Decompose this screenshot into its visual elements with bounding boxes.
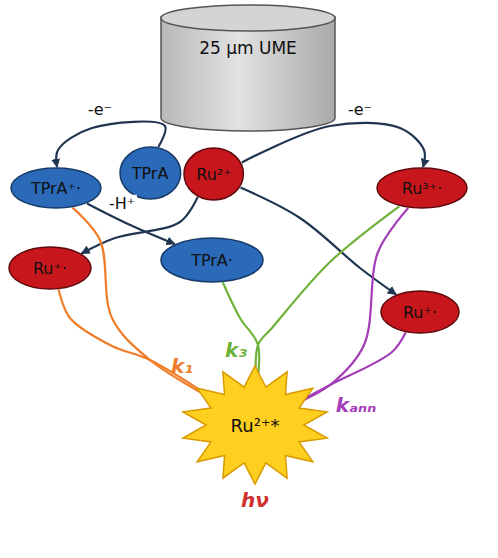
node-text-group: Ru³⁺·: [402, 179, 442, 198]
electrode-cylinder-outline: [160, 4, 336, 132]
electrode-cylinder: 25 µm UME: [160, 4, 336, 132]
emission-label: hν: [239, 489, 271, 512]
edge-label: -e⁻: [86, 101, 114, 119]
cylinder-top: [161, 5, 335, 31]
node-label: Ru³⁺·: [402, 179, 442, 198]
edge-label: -H⁺: [107, 195, 137, 213]
species-oval: TPrA: [119, 146, 182, 200]
oval-fill: [381, 291, 459, 333]
node-text-group: TPrA: [132, 164, 169, 183]
node-text-group: Ru⁺·: [33, 259, 67, 278]
reaction-arrow: [59, 290, 220, 403]
species-oval: Ru²⁺: [183, 147, 244, 201]
rate-constant: k₁: [169, 355, 195, 378]
species-oval: TPrA·: [160, 237, 264, 283]
species-oval: Ru⁺·: [8, 246, 92, 290]
oval-fill: [377, 168, 467, 208]
node-label: 25 µm UME: [199, 38, 297, 58]
node-text-group: TPrA⁺·: [31, 179, 81, 198]
oval-fill: [161, 238, 263, 282]
edge-label: -e⁻: [346, 101, 374, 119]
reaction-arrow: [73, 208, 220, 403]
node-label: Ru²⁺: [196, 165, 231, 184]
oval-fill: [184, 148, 243, 200]
node-text-group: 25 µm UME: [199, 38, 297, 58]
node-label: TPrA: [132, 164, 169, 183]
species-oval: Ru³⁺·: [376, 167, 468, 209]
node-text-group: Ru²⁺*: [231, 415, 280, 436]
node-label: TPrA⁺·: [31, 179, 81, 198]
node-text-group: Ru⁺·: [403, 303, 437, 322]
rate-constant: k₃: [223, 339, 249, 362]
node-label: Ru²⁺*: [231, 415, 280, 436]
emission-star: Ru²⁺*: [180, 365, 330, 485]
node-label: Ru⁺·: [33, 259, 67, 278]
oval-fill: [9, 247, 91, 289]
rate-constant: kₐₙₙ: [334, 394, 379, 417]
oval-fill: [11, 168, 101, 208]
node-text-group: Ru²⁺: [196, 165, 231, 184]
species-oval: Ru⁺·: [380, 290, 460, 334]
star-burst: [183, 366, 327, 484]
node-text-group: TPrA·: [191, 251, 233, 270]
species-oval: TPrA⁺·: [10, 167, 102, 209]
oval-fill: [120, 147, 181, 199]
node-label: TPrA·: [191, 251, 233, 270]
node-label: Ru⁺·: [403, 303, 437, 322]
cylinder-body: [161, 17, 335, 131]
